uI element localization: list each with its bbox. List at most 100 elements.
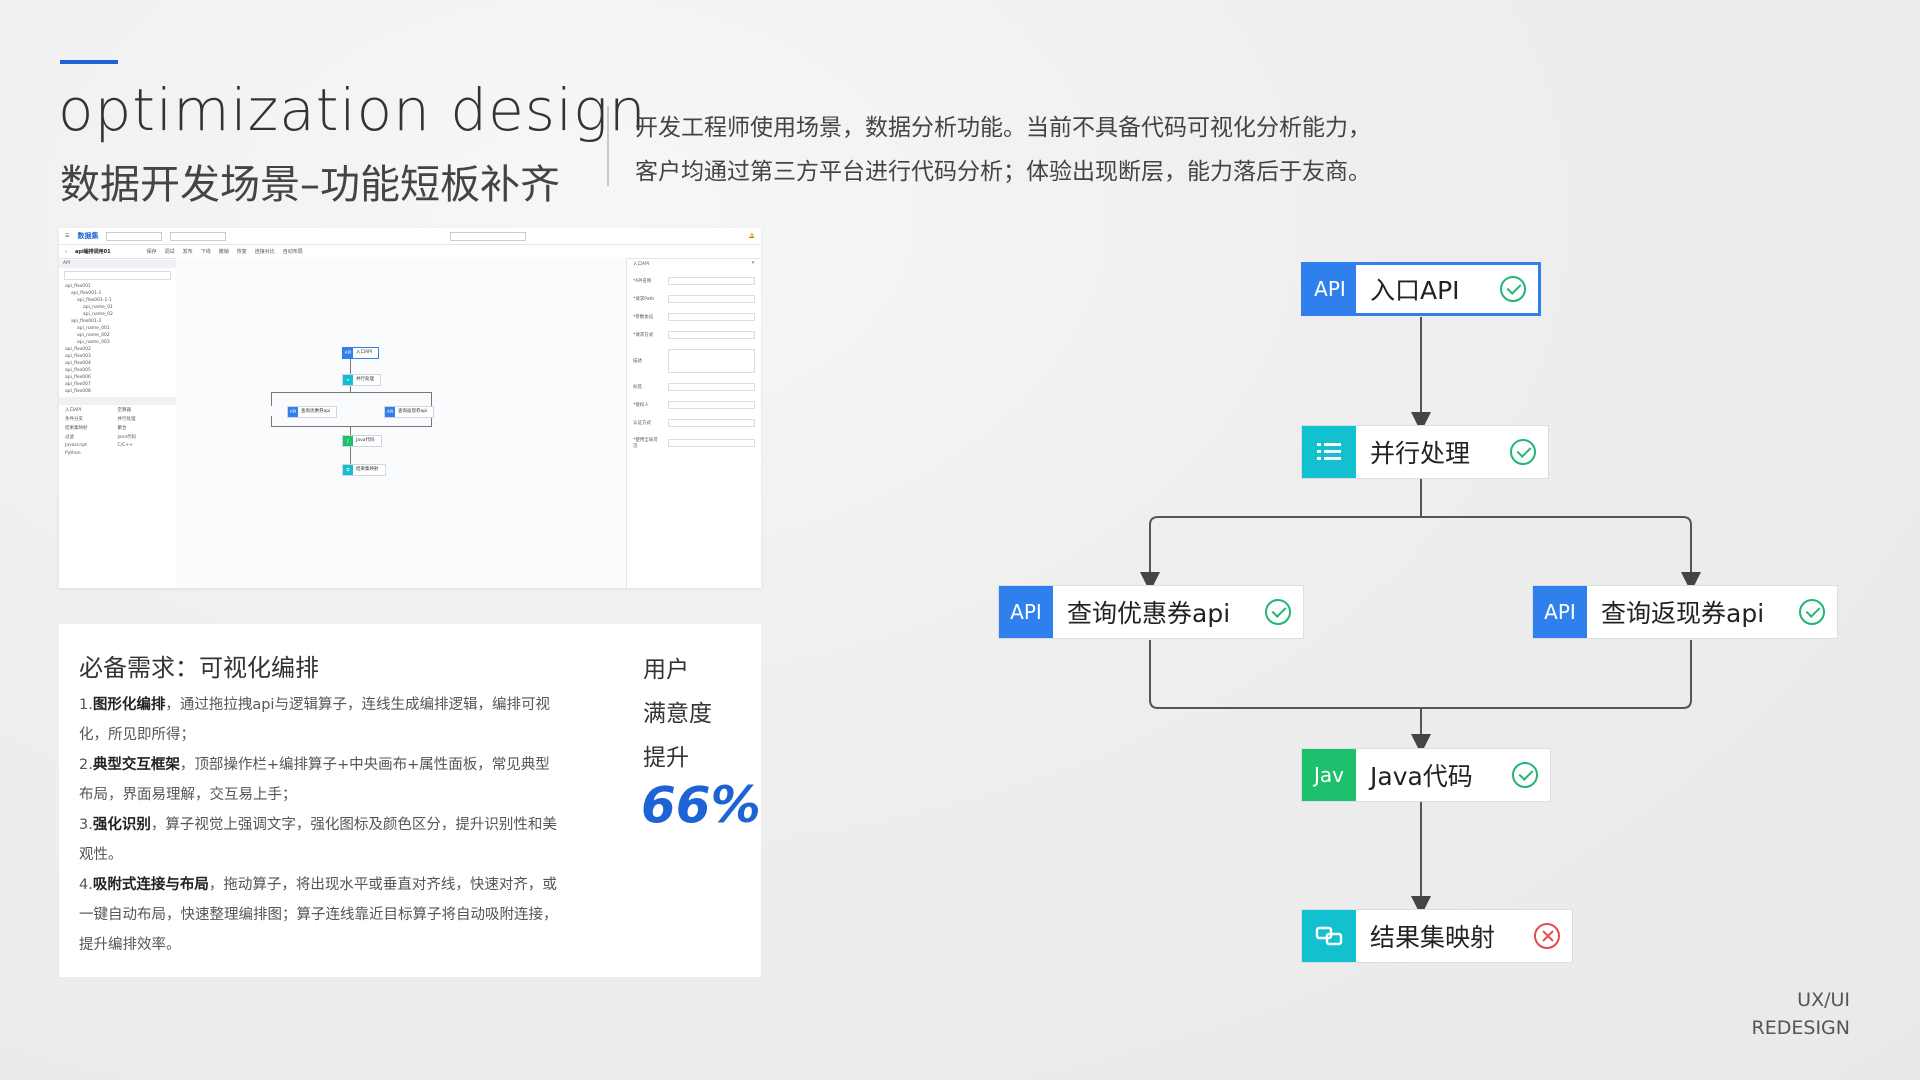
toolbar-debug[interactable]: 调试: [164, 249, 175, 255]
operator-item[interactable]: C/C++: [117, 443, 133, 448]
api-icon: API: [999, 586, 1053, 638]
back-icon[interactable]: ‹: [65, 248, 67, 255]
flow-node-entry-api[interactable]: API 入口API: [1301, 262, 1541, 316]
tree-item[interactable]: api_flex002: [65, 347, 91, 352]
page-subtitle: 数据开发场景–功能短板补齐: [60, 162, 560, 208]
editor-tab[interactable]: api编排调用01: [75, 249, 111, 255]
operator-item[interactable]: 并行处理: [117, 417, 136, 422]
mini-node[interactable]: ⧉结果集映射: [342, 464, 386, 476]
global-search[interactable]: [449, 231, 526, 241]
property-label: *请求Path: [633, 297, 655, 302]
toolbar-offline[interactable]: 下线: [200, 249, 211, 255]
toolbar-compare[interactable]: 连接对比: [254, 249, 275, 255]
tree-item[interactable]: api_flex001-2: [71, 319, 102, 324]
toolbar-publish[interactable]: 发布: [182, 249, 193, 255]
operator-item[interactable]: 入口API: [65, 408, 82, 413]
flow-node-java[interactable]: Jav Java代码: [1301, 748, 1551, 802]
node-label: 查询返现券api: [1601, 599, 1765, 628]
mini-node[interactable]: ≡并行处理: [342, 374, 381, 386]
property-label: *API名称: [633, 279, 652, 284]
tree-item[interactable]: api_flex008: [65, 389, 91, 394]
description-line: 开发工程师使用场景，数据分析功能。当前不具备代码可视化分析能力，: [635, 115, 1371, 141]
flow-node-parallel[interactable]: 并行处理: [1301, 425, 1549, 479]
property-input[interactable]: [667, 349, 755, 373]
toolbar-undo[interactable]: 撤销: [218, 249, 229, 255]
menu-icon[interactable]: ☰: [65, 233, 70, 239]
tree-item[interactable]: api_name_001: [77, 326, 110, 331]
toolbar-redo[interactable]: 恢复: [236, 249, 247, 255]
check-icon: [1787, 599, 1837, 625]
bell-icon[interactable]: 🔔: [748, 233, 755, 239]
operator-item[interactable]: Java代码: [117, 435, 137, 440]
property-input[interactable]: [667, 401, 755, 409]
tree-search[interactable]: [64, 271, 171, 280]
property-label: *授权人: [633, 403, 649, 408]
property-row: 标签: [633, 383, 755, 391]
operator-item[interactable]: 聚合: [117, 426, 127, 431]
tree-item[interactable]: api_flex003: [65, 354, 91, 359]
flow-node-result-mapping[interactable]: 结果集映射: [1301, 909, 1573, 963]
api-icon: API: [1304, 265, 1356, 313]
tree-item[interactable]: api_flex006: [65, 375, 91, 380]
property-title: 入口API: [633, 262, 650, 267]
property-row: *参数协议: [633, 313, 755, 321]
error-icon: [1522, 923, 1572, 949]
check-icon: [1498, 439, 1548, 465]
property-label: 认证方式: [633, 421, 651, 426]
tree-item[interactable]: api_flex001-1: [71, 291, 102, 296]
tree-item[interactable]: api_name_002: [77, 333, 110, 338]
property-input[interactable]: [667, 295, 755, 303]
tree-item[interactable]: api_name_02: [83, 312, 113, 317]
operator-item[interactable]: Javascript: [65, 443, 88, 448]
stat-label: 用户 满意度 提升: [643, 657, 712, 771]
property-header: 入口API ✕: [633, 261, 755, 267]
tree-item[interactable]: api_flex007: [65, 382, 91, 387]
operator-grid: 入口API 空算器条件分支 并行处理结果集映射 聚合过滤 Java代码 Javascrip…: [59, 405, 176, 458]
property-label: 描述: [633, 359, 642, 364]
tree-item[interactable]: api_name_003: [77, 340, 110, 345]
property-input[interactable]: [667, 331, 755, 339]
property-input[interactable]: [667, 419, 755, 427]
property-row: *请求Path: [633, 295, 755, 303]
footer: UX/UI REDESIGN: [1751, 989, 1850, 1039]
flow-node-coupon-api[interactable]: API 查询优惠券api: [998, 585, 1304, 639]
divider: [607, 106, 609, 186]
flow-node-cashback-api[interactable]: API 查询返现券api: [1532, 585, 1838, 639]
screenshot-logo: 数据集: [77, 232, 99, 240]
tree-item[interactable]: api_flex001-1-1: [77, 298, 112, 303]
description-line: 客户均通过第三方平台进行代码分析；体验出现断层，能力落后于友商。: [635, 159, 1371, 185]
property-label: *请求方式: [633, 333, 654, 338]
operator-item[interactable]: 条件分支: [65, 417, 83, 422]
close-icon[interactable]: ✕: [751, 261, 755, 266]
tree-item[interactable]: api_flex001: [65, 284, 91, 289]
node-label: 结果集映射: [1370, 923, 1496, 952]
toolbar-save[interactable]: 保存: [146, 249, 157, 255]
workspace-select[interactable]: [170, 231, 227, 241]
property-input[interactable]: [667, 439, 755, 447]
requirement-list: 1.图形化编排，通过拖拉拽api与逻辑算子，连线生成编排逻辑，编排可视化，所见即…: [79, 690, 559, 960]
check-icon: [1488, 276, 1538, 302]
operator-item[interactable]: 过滤: [65, 435, 74, 440]
operator-item[interactable]: Python: [65, 451, 81, 456]
toolbar-autolayout[interactable]: 自动布局: [282, 249, 303, 255]
property-input[interactable]: [667, 383, 755, 391]
property-row: *使用全局可见: [633, 437, 755, 449]
operator-item[interactable]: 空算器: [117, 408, 132, 413]
tree-item[interactable]: api_name_01: [83, 305, 113, 310]
requirement-item: 3.强化识别，算子视觉上强调文字，强化图标及颜色区分，提升识别性和美观性。: [79, 817, 557, 863]
operator-item[interactable]: 结果集映射: [65, 426, 88, 431]
description: 开发工程师使用场景，数据分析功能。当前不具备代码可视化分析能力， 客户均通过第三…: [635, 106, 1371, 194]
card-title: 必备需求：可视化编排: [79, 654, 319, 682]
space-select[interactable]: [106, 231, 163, 241]
tree-item[interactable]: api_flex004: [65, 361, 91, 366]
property-input[interactable]: [667, 277, 755, 285]
property-input[interactable]: [667, 313, 755, 321]
tree-item[interactable]: api_flex005: [65, 368, 91, 373]
